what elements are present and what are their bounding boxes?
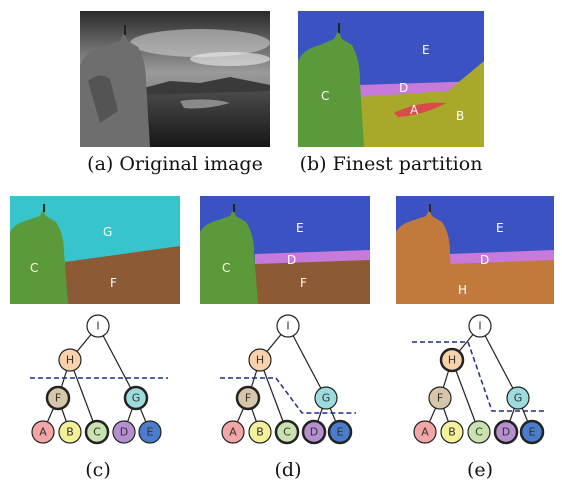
- tree-node-A: A: [413, 420, 437, 444]
- tree-node-C: C: [84, 419, 110, 445]
- svg-text:C: C: [475, 426, 483, 439]
- region-B: [358, 61, 484, 147]
- region-H-rock: [396, 210, 452, 304]
- svg-text:D: D: [310, 426, 318, 439]
- tree-node-D: D: [112, 420, 136, 444]
- tree-node-D: D: [493, 419, 519, 445]
- svg-text:A: A: [229, 426, 237, 439]
- tree-c: I H G F A B C D E: [30, 314, 168, 445]
- region-C: [298, 31, 364, 147]
- svg-text:A: A: [421, 426, 429, 439]
- region-H: [448, 260, 554, 304]
- region-label-H: H: [458, 283, 467, 297]
- svg-text:G: G: [322, 392, 331, 405]
- svg-text:E: E: [147, 426, 154, 439]
- tree-node-F: F: [428, 386, 452, 410]
- partition-d-panel: [200, 196, 370, 304]
- region-label-E: E: [496, 221, 504, 235]
- tree-node-I: I: [276, 314, 300, 338]
- tree-node-F: F: [45, 385, 71, 411]
- svg-text:I: I: [286, 320, 289, 333]
- tree-node-F: F: [235, 385, 261, 411]
- tree-node-G: G: [314, 386, 338, 410]
- region-label-C: C: [30, 261, 38, 275]
- tree-d: I H G F A B C D E: [220, 314, 356, 445]
- svg-text:G: G: [132, 392, 141, 405]
- caption-e: (e): [467, 459, 493, 481]
- tree-node-G: G: [506, 386, 530, 410]
- tree-node-E: E: [519, 419, 545, 445]
- region-label-F: F: [110, 276, 117, 290]
- partition-e-panel: [396, 196, 554, 304]
- svg-text:E: E: [529, 426, 536, 439]
- caption-original-image: (a) Original image: [87, 153, 263, 175]
- tree-node-G: G: [123, 385, 149, 411]
- svg-text:H: H: [66, 354, 74, 367]
- region-label-C: C: [222, 261, 230, 275]
- region-label-F: F: [300, 276, 307, 290]
- tree-node-C: C: [274, 419, 300, 445]
- partition-c-panel: [10, 196, 180, 304]
- svg-text:H: H: [448, 354, 456, 367]
- region-label-G: G: [103, 225, 112, 239]
- tree-node-B: B: [248, 420, 272, 444]
- region-label-E: E: [422, 43, 430, 57]
- region-label-D: D: [399, 81, 408, 95]
- region-label-A: A: [410, 103, 419, 117]
- tree-node-I: I: [468, 314, 492, 338]
- svg-text:I: I: [478, 320, 481, 333]
- tree-e: I H G F A B C D E: [412, 314, 546, 445]
- tree-node-C: C: [467, 420, 491, 444]
- tree-node-I: I: [86, 314, 110, 338]
- svg-text:F: F: [437, 392, 443, 405]
- tree-node-B: B: [440, 420, 464, 444]
- caption-finest-partition: (b) Finest partition: [300, 153, 483, 175]
- region-label-C: C: [321, 89, 329, 103]
- svg-text:B: B: [66, 426, 74, 439]
- finest-partition-panel: [298, 11, 484, 147]
- tree-node-H: H: [439, 347, 465, 373]
- svg-text:B: B: [448, 426, 456, 439]
- caption-d: (d): [275, 459, 302, 481]
- cut-line-d: [220, 377, 356, 414]
- tree-node-H: H: [58, 348, 82, 372]
- svg-text:D: D: [502, 426, 510, 439]
- original-image-panel: [80, 11, 270, 147]
- svg-text:D: D: [120, 426, 128, 439]
- tree-node-D: D: [301, 419, 327, 445]
- region-label-B: B: [456, 109, 464, 123]
- region-A: [394, 102, 446, 117]
- svg-text:C: C: [93, 426, 101, 439]
- caption-c: (c): [85, 459, 110, 481]
- svg-text:I: I: [96, 320, 99, 333]
- region-label-D: D: [480, 253, 489, 267]
- svg-text:B: B: [256, 426, 264, 439]
- svg-text:E: E: [337, 426, 344, 439]
- svg-text:C: C: [283, 426, 291, 439]
- region-label-D: D: [287, 253, 296, 267]
- cut-line-e: [412, 341, 546, 412]
- svg-text:F: F: [55, 392, 61, 405]
- tree-node-H: H: [248, 348, 272, 372]
- svg-text:F: F: [245, 392, 251, 405]
- region-C: [10, 210, 68, 304]
- tree-node-E: E: [327, 419, 353, 445]
- region-F: [255, 260, 370, 304]
- region-F: [65, 246, 180, 304]
- region-C: [200, 210, 258, 304]
- tree-node-A: A: [31, 420, 55, 444]
- svg-text:G: G: [514, 392, 523, 405]
- tree-node-B: B: [58, 420, 82, 444]
- svg-text:A: A: [39, 426, 47, 439]
- svg-text:H: H: [256, 354, 264, 367]
- tree-node-E: E: [138, 420, 162, 444]
- tree-node-A: A: [221, 420, 245, 444]
- region-label-E: E: [296, 221, 304, 235]
